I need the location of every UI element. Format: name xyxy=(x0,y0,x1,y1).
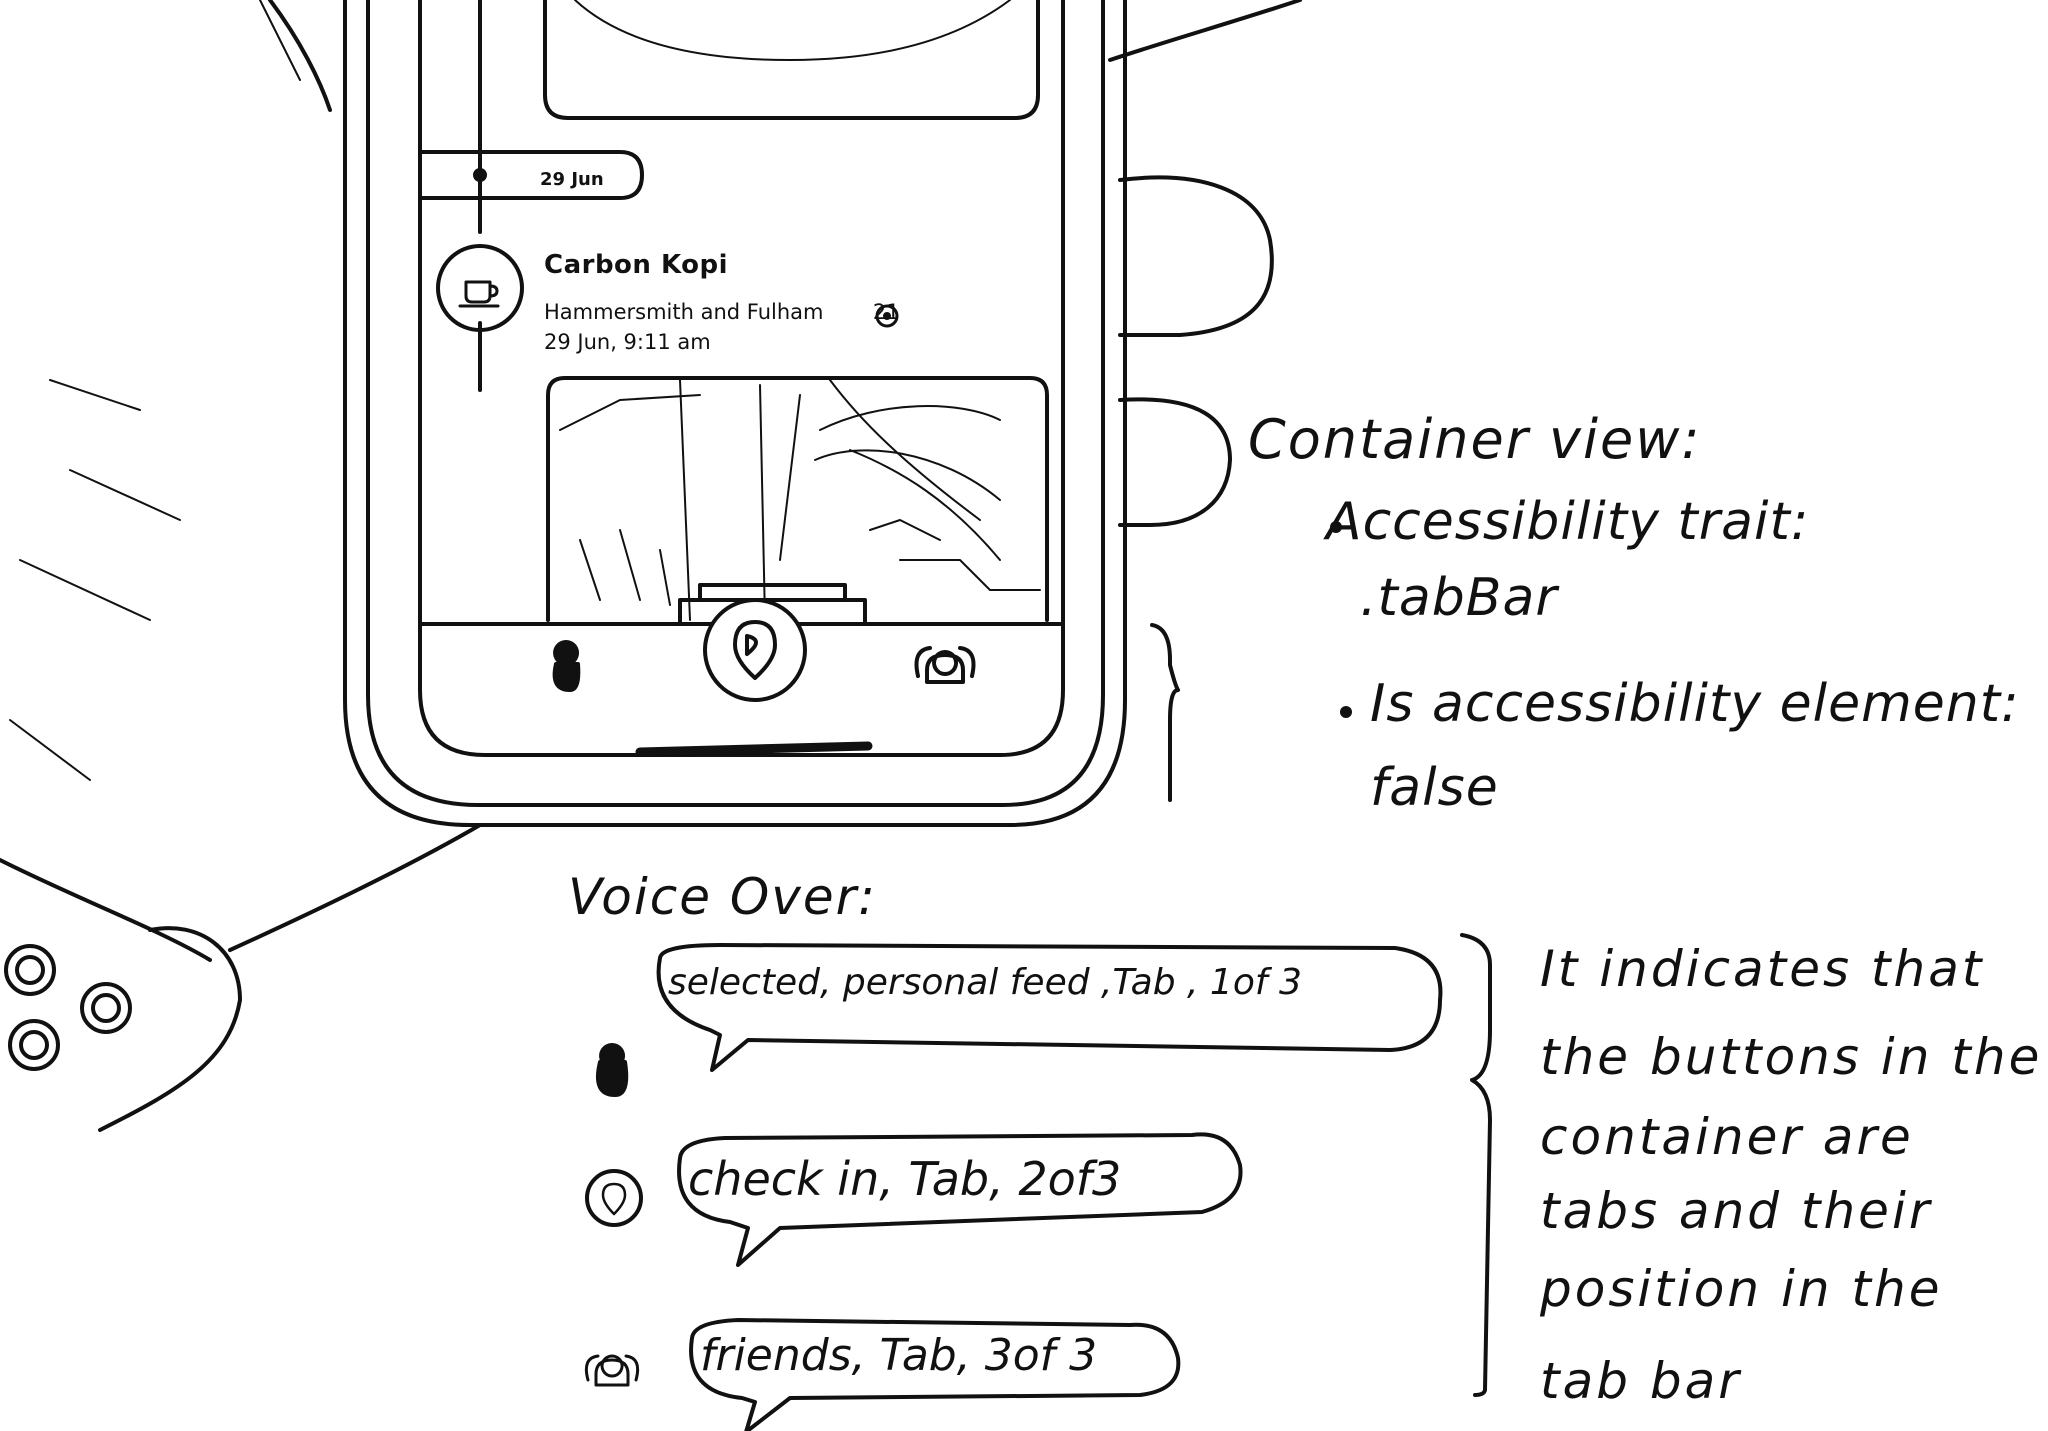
finger-1 xyxy=(1118,175,1274,337)
tab-person-icon xyxy=(552,640,581,692)
venue-name[interactable]: Carbon Kopi xyxy=(544,250,729,280)
sleeve-button-3 xyxy=(8,1019,60,1071)
vo-people-icon xyxy=(584,1354,640,1387)
voiceover-announcement-2: check in, Tab, 2of3 xyxy=(688,1152,1122,1206)
bullet-accessibility-trait: Accessibility trait: xyxy=(1326,492,1810,552)
phone-middle xyxy=(366,0,1105,807)
checkin-timestamp: 29 Jun, 9:11 am xyxy=(544,330,711,354)
venue-location-text: Hammersmith and Fulham xyxy=(544,300,824,324)
bullet-accessibility-trait-value: .tabBar xyxy=(1360,568,1558,628)
voiceover-title: Voice Over: xyxy=(568,868,878,926)
center-tab-bump xyxy=(678,598,867,626)
explanation-line-2: the buttons in the xyxy=(1540,1028,2043,1086)
bubble-2-outline xyxy=(677,1132,1243,1267)
date-pill-outline xyxy=(418,150,644,200)
tab-map-pin-icon xyxy=(733,620,777,680)
phone-screen xyxy=(418,0,1065,757)
thumb-outline xyxy=(1108,0,1302,62)
center-tab-button xyxy=(703,598,807,702)
tab-people-icon xyxy=(914,646,976,684)
tab-bar-brace xyxy=(1150,623,1180,802)
sleeve-line-1 xyxy=(0,858,212,962)
hand-left-edge xyxy=(268,0,332,112)
voiceover-announcement-1: selected, personal feed ,Tab , 1of 3 xyxy=(668,962,1302,1003)
bullet-dot-1 xyxy=(1330,521,1342,533)
coffee-cup-icon xyxy=(458,280,500,308)
sleeve-line-2 xyxy=(98,926,242,1132)
explanation-line-1: It indicates that xyxy=(1540,940,1985,998)
bubble-3-outline xyxy=(689,1318,1181,1431)
motion-line xyxy=(49,379,141,411)
wrist-line xyxy=(228,823,482,952)
container-view-title: Container view: xyxy=(1248,408,1702,471)
voiceover-announcement-3: friends, Tab, 3of 3 xyxy=(700,1330,1098,1381)
explanation-line-6: tab bar xyxy=(1540,1352,1742,1410)
date-pill-label: 29 Jun xyxy=(540,169,604,190)
finger-2 xyxy=(1118,397,1232,527)
explanation-line-5: position in the xyxy=(1540,1260,1943,1318)
explanation-line-4: tabs and their xyxy=(1540,1182,1933,1240)
target-icon xyxy=(875,304,899,328)
photo-card xyxy=(546,376,1049,622)
bullet-is-accessibility-element: Is accessibility element: xyxy=(1370,674,2020,734)
venue-location: Hammersmith and Fulham 21 xyxy=(544,300,900,324)
vo-person-icon xyxy=(595,1043,629,1097)
bullet-dot-2 xyxy=(1340,706,1352,718)
sleeve-button-2 xyxy=(80,982,132,1034)
voiceover-brace xyxy=(1460,933,1492,1397)
checkin-count: 21 xyxy=(872,300,900,324)
sleeve-button-1 xyxy=(4,944,56,996)
explanation-line-3: container are xyxy=(1540,1108,1914,1166)
media-card-top xyxy=(543,0,1040,120)
vo-checkin-icon xyxy=(585,1169,643,1227)
home-indicator xyxy=(635,741,873,757)
bubble-1-outline xyxy=(656,943,1443,1072)
bullet-is-accessibility-element-value: false xyxy=(1370,758,1499,818)
phone-outer xyxy=(343,0,1127,827)
venue-icon-ring xyxy=(436,244,524,332)
